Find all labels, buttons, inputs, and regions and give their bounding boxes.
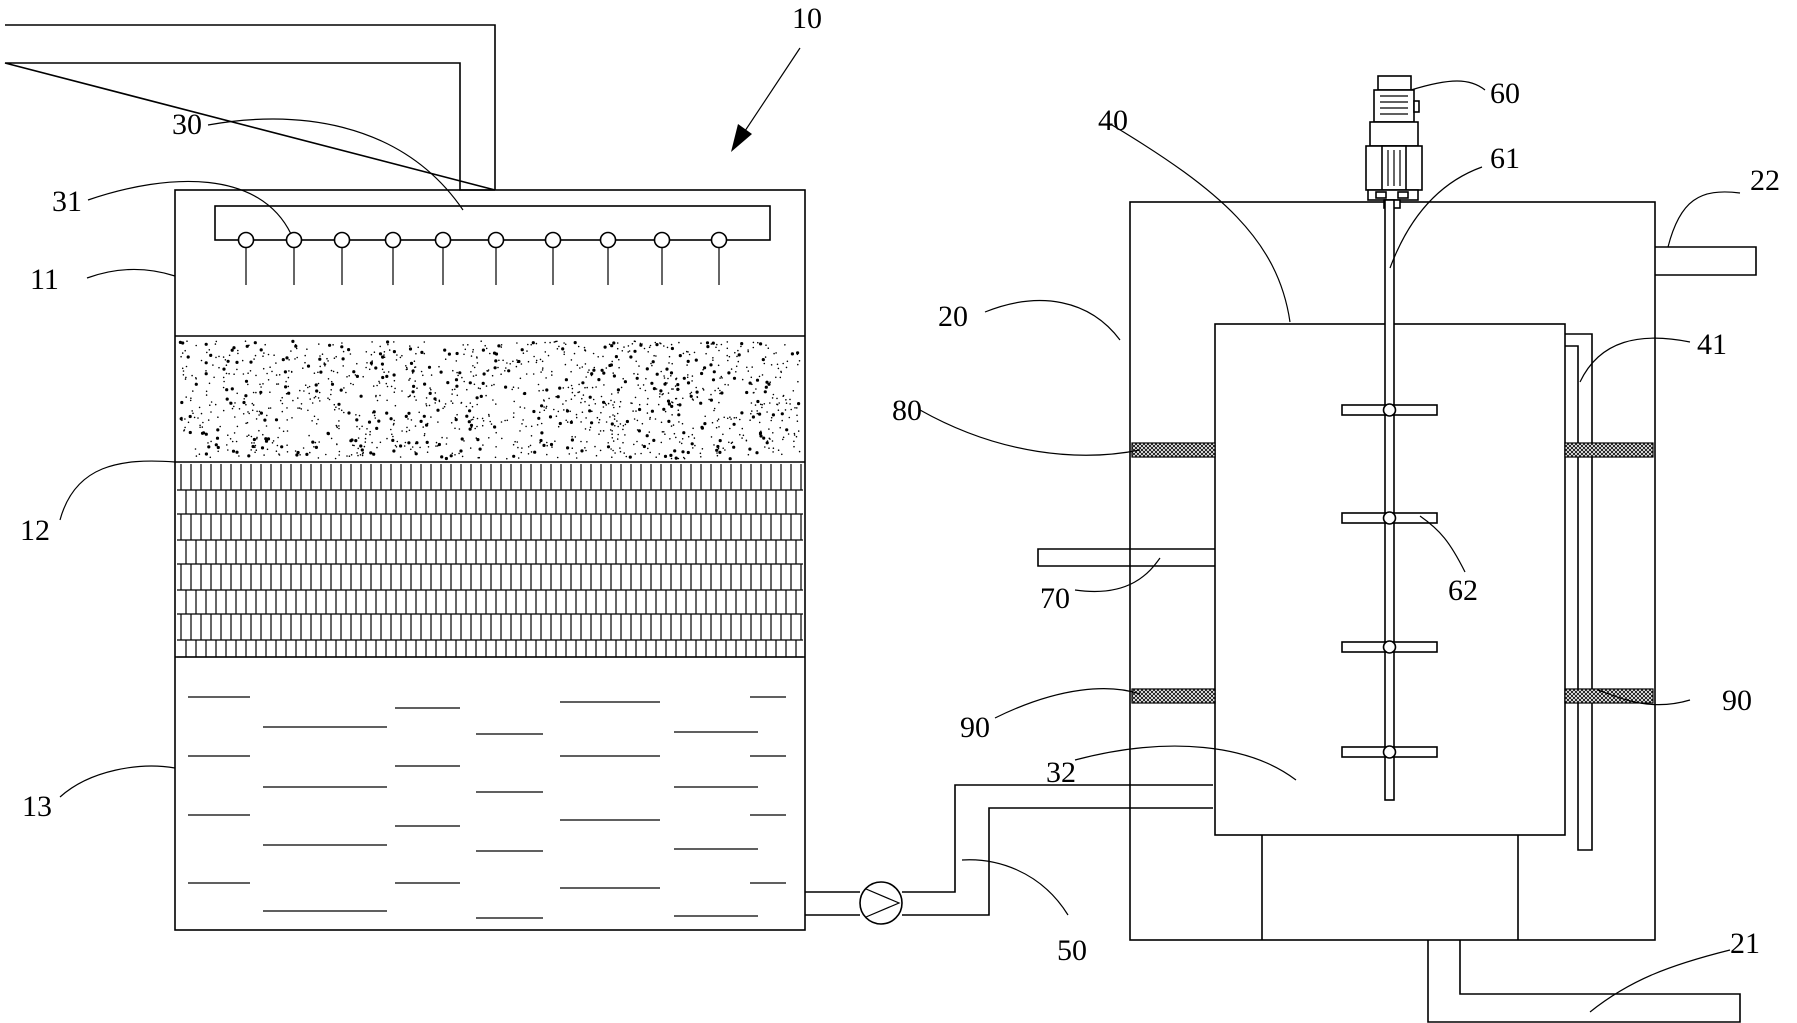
paddle-hub-icon	[1382, 403, 1397, 417]
spray-nozzle-icon	[285, 231, 303, 249]
left-tank-assembly	[4, 24, 806, 931]
right-vessel-assembly	[1037, 75, 1757, 1023]
label-11: 11	[30, 263, 59, 296]
spray-nozzle-icon	[544, 231, 562, 249]
spray-nozzle-icon	[384, 231, 402, 249]
pump-arrow-icon	[865, 888, 901, 918]
label-13: 13	[22, 790, 52, 823]
paddle-hub-icon	[1382, 511, 1397, 525]
paddle-hub-icon	[1382, 640, 1397, 654]
leader-lines	[59, 47, 1741, 1013]
label-62: 62	[1448, 574, 1478, 607]
packing-layer	[177, 464, 803, 658]
packing-strokes	[177, 464, 803, 658]
overflow-tube	[1565, 333, 1593, 851]
spray-nozzle-icon	[487, 231, 505, 249]
bottom-drain-pipe	[1427, 940, 1741, 1023]
label-70: 70	[1040, 582, 1070, 615]
label-90-left: 90	[960, 711, 990, 744]
spray-nozzle-icon	[653, 231, 671, 249]
stirring-paddles	[1341, 403, 1438, 759]
label-41: 41	[1697, 328, 1727, 361]
label-90-right: 90	[1722, 684, 1752, 717]
label-30: 30	[172, 108, 202, 141]
connecting-pipe	[805, 784, 1213, 916]
liquid-reservoir	[188, 696, 786, 919]
spray-nozzle-icon	[710, 231, 728, 249]
label-10: 10	[792, 2, 822, 35]
label-50: 50	[1057, 934, 1087, 967]
mesh-ring-lower-right	[1564, 688, 1654, 704]
spray-nozzle-icon	[237, 231, 255, 249]
paddle-hub-icon	[1382, 745, 1397, 759]
exhaust-outlet-pipe	[1655, 246, 1757, 276]
pump-pipe-assembly	[805, 784, 1213, 925]
label-31: 31	[52, 185, 82, 218]
side-inlet-pipe	[1037, 548, 1215, 567]
label-61: 61	[1490, 142, 1520, 175]
label-12: 12	[20, 514, 50, 547]
label-80: 80	[892, 394, 922, 427]
filler-layer	[177, 338, 803, 462]
spray-nozzle-icon	[333, 231, 351, 249]
motor-icon	[1365, 75, 1423, 209]
pump-icon	[859, 881, 903, 925]
arrow-head-10-icon	[731, 124, 752, 152]
spray-nozzles	[237, 231, 728, 285]
label-40: 40	[1098, 104, 1128, 137]
label-60: 60	[1490, 77, 1520, 110]
label-20: 20	[938, 300, 968, 333]
left-tank-body	[174, 189, 806, 931]
mesh-ring-upper-left	[1131, 442, 1216, 458]
reference-labels: 10 30 31 11 12 13 20 40 60 61 22 41 80 7…	[20, 2, 1780, 967]
liquid-surface-lines	[188, 696, 786, 919]
label-22: 22	[1750, 164, 1780, 197]
stirring-shaft	[1384, 199, 1395, 801]
spray-nozzle-icon	[434, 231, 452, 249]
mesh-ring-lower-left	[1131, 688, 1216, 704]
inner-vessel-support	[1261, 835, 1519, 940]
label-32: 32	[1046, 756, 1076, 789]
mesh-ring-upper-right	[1564, 442, 1654, 458]
spray-nozzle-icon	[599, 231, 617, 249]
label-21: 21	[1730, 927, 1760, 960]
